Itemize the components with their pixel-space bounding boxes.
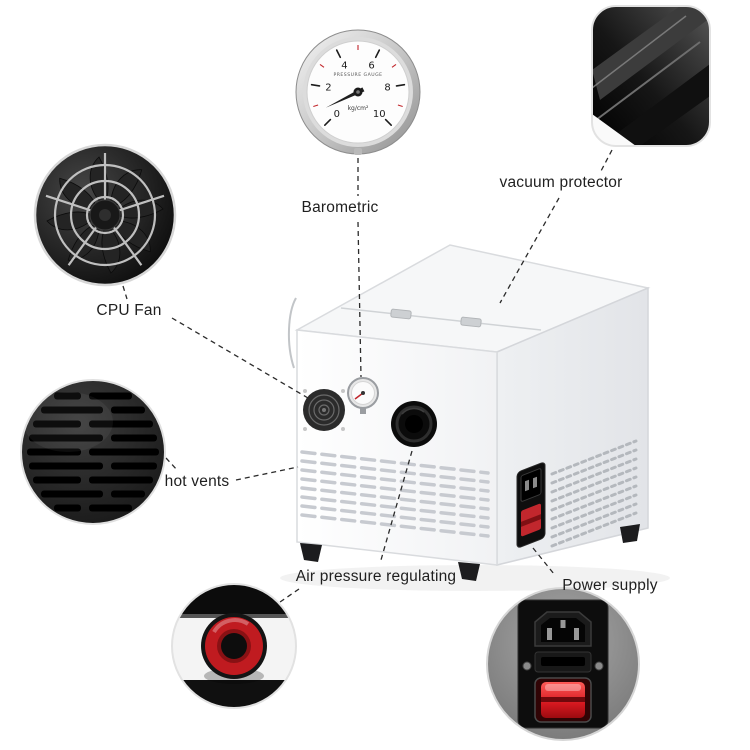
gauge-tick-2: 2 xyxy=(325,82,331,93)
vent-slots xyxy=(27,392,159,512)
vacuum-protector-photo xyxy=(591,5,711,147)
machine-illustration xyxy=(280,244,670,591)
machine-gauge xyxy=(347,377,379,414)
connector-airpressure-bottom xyxy=(279,588,300,603)
machine-fan-grill xyxy=(303,389,345,431)
lid-hinge xyxy=(460,316,482,328)
power-supply-callout xyxy=(486,587,640,741)
connector-hotvents-left xyxy=(165,457,179,472)
air-pressure-label: Air pressure regulating xyxy=(295,568,457,585)
gauge-major-ticks xyxy=(310,49,406,126)
power-supply-label: Power supply xyxy=(562,577,658,594)
machine-side-vents xyxy=(550,439,638,548)
machine-tube xyxy=(287,297,297,369)
fuse-drawer xyxy=(534,651,592,673)
gauge-scale-numbers: 0 2 4 6 8 10 xyxy=(325,60,391,120)
connector-cpufan-top xyxy=(122,285,128,300)
lid-seam xyxy=(340,307,542,331)
connector-vacuum-top xyxy=(600,149,613,172)
gauge-tick-8: 8 xyxy=(384,82,390,93)
gauge-title: PRESSURE GAUGE xyxy=(333,72,382,78)
machine-front-vents xyxy=(300,450,490,538)
cpu-fan-label: CPU Fan xyxy=(96,302,162,319)
gauge-minor-ticks xyxy=(313,45,403,108)
c14-inlet xyxy=(534,611,592,647)
machine-power-inlet xyxy=(516,462,546,548)
barometric-label: Barometric xyxy=(301,199,379,216)
gauge-unit: kg/cm² xyxy=(348,105,369,112)
machine-regulator-opening xyxy=(391,401,437,447)
hot-vents-callout xyxy=(20,379,166,525)
connector-vacuum-bottom xyxy=(499,197,560,304)
cpu-fan-callout xyxy=(33,143,177,287)
gauge-tick-0: 0 xyxy=(334,109,340,120)
hot-vents-label: hot vents xyxy=(164,473,230,490)
rocker-switch xyxy=(534,677,592,723)
gauge-stem xyxy=(354,148,362,155)
connector-hotvents-right xyxy=(235,466,299,481)
connector-airpressure-top xyxy=(380,450,413,561)
lid-hinge xyxy=(390,308,412,320)
callout-connectors xyxy=(122,149,613,603)
connector-barometric-bottom xyxy=(357,221,362,378)
pressure-gauge-callout: 0 2 4 6 8 10 PRESSURE GAUGE kg/cm² xyxy=(295,29,421,155)
gauge-tick-10: 10 xyxy=(373,109,386,120)
air-regulator-callout xyxy=(171,583,297,709)
machine-feet xyxy=(300,524,640,581)
gauge-tick-6: 6 xyxy=(368,60,374,71)
machine-front-face xyxy=(296,329,498,566)
connector-power xyxy=(532,547,555,575)
connector-cpufan-bottom xyxy=(171,317,309,399)
vacuum-protector-label: vacuum protector xyxy=(499,174,623,191)
gauge-tick-4: 4 xyxy=(341,60,347,71)
